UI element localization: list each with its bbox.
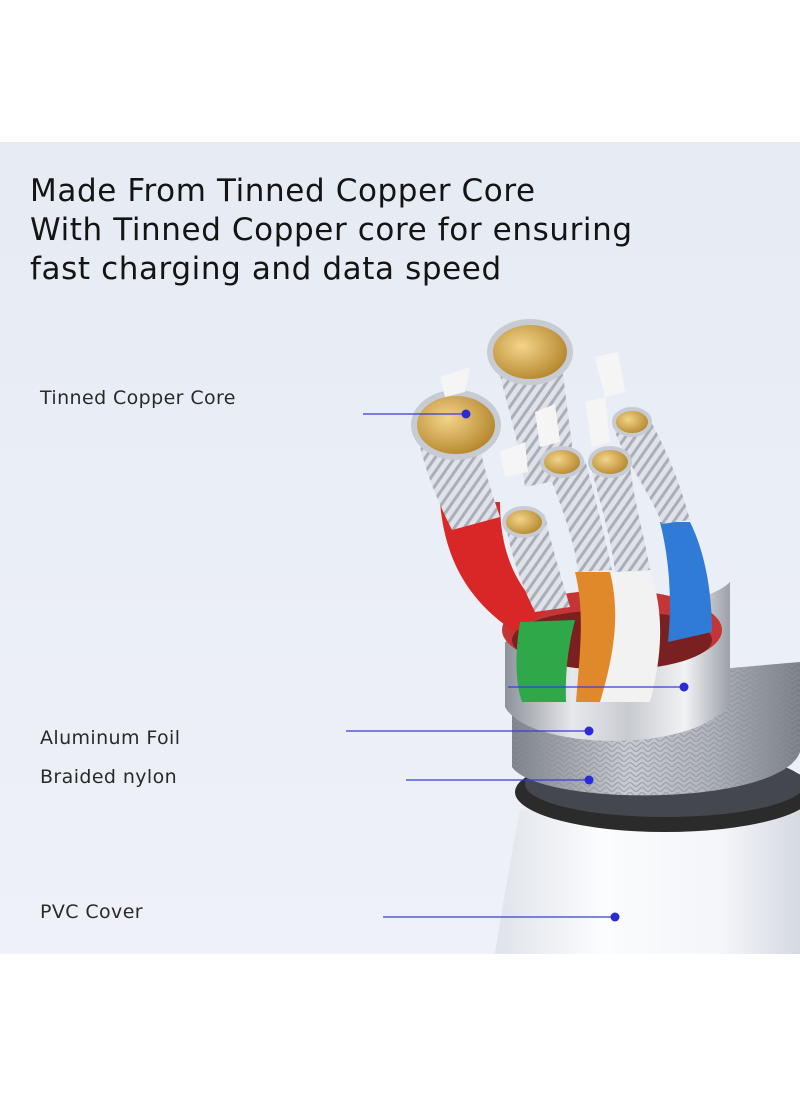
leader-dot-core	[461, 409, 471, 419]
leader-dot-cover	[610, 912, 620, 922]
callout-tinned-copper-core: Tinned Copper Core	[40, 387, 236, 409]
headline-line-3: fast charging and data speed	[30, 251, 502, 287]
callout-braided-nylon: Braided nylon	[40, 766, 178, 788]
leader-dot-braid	[584, 775, 594, 785]
leader-dot-inner	[679, 682, 689, 692]
wire-green	[516, 620, 575, 702]
headline-line-2: With Tinned Copper core for ensuring	[30, 212, 633, 248]
leader-dot-foil	[584, 726, 594, 736]
headline: Made From Tinned Copper Core With Tinned…	[30, 172, 790, 289]
headline-line-1: Made From Tinned Copper Core	[30, 173, 536, 209]
wire-orange	[575, 572, 617, 702]
callout-pvc-cover: PVC Cover	[40, 901, 143, 923]
wire-red	[440, 502, 545, 632]
copper-core-end-left	[411, 390, 501, 460]
wire-white	[600, 572, 661, 702]
cable-cross-section-illustration	[346, 319, 800, 954]
product-diagram-panel: Made From Tinned Copper Core With Tinned…	[0, 142, 800, 954]
copper-core-end-top	[487, 319, 573, 385]
callout-aluminum-foil: Aluminum Foil	[40, 727, 181, 749]
wire-blue	[660, 522, 712, 642]
